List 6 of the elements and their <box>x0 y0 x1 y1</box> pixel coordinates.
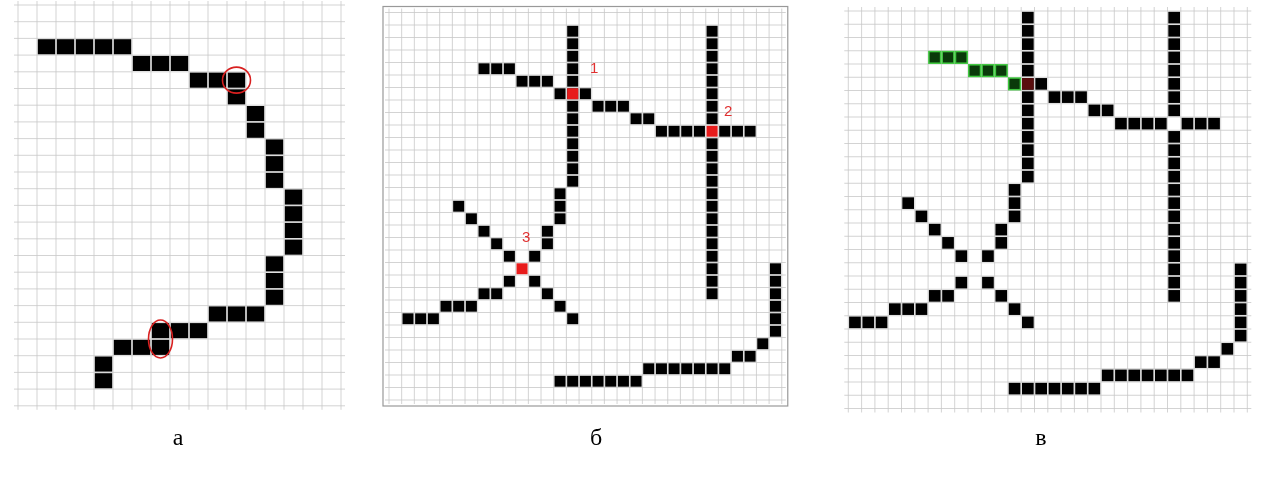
callout-number: 1 <box>590 60 599 75</box>
panel-caption: а <box>172 424 184 450</box>
callout-number: 2 <box>724 103 733 118</box>
panel-caption: б <box>589 424 603 450</box>
panel-caption: в <box>1035 424 1047 450</box>
callout-number: 3 <box>522 229 531 244</box>
